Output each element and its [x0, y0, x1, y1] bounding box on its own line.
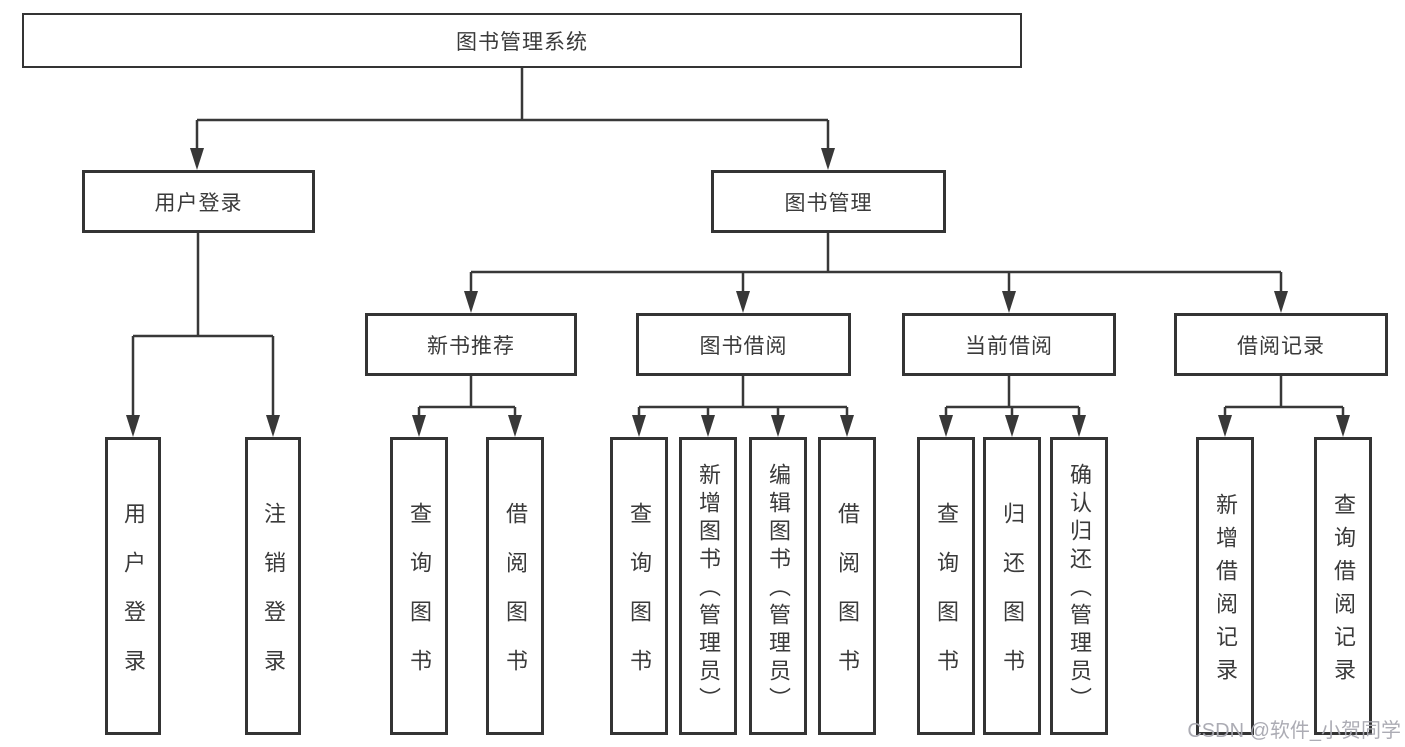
node-library-system: 图书管理系统: [22, 13, 1022, 68]
leaf-return-book: 归还图书: [983, 437, 1041, 735]
leaf-confirm-return-admin-label: 确认归还（管理员）: [1067, 463, 1092, 715]
node-borrow-records: 借阅记录: [1174, 313, 1388, 376]
leaf-add-borrow-record: 新增借阅记录: [1196, 437, 1254, 735]
connector-book-management: [469, 233, 1283, 293]
node-user-login-label: 用户登录: [154, 191, 243, 215]
leaf-add-borrow-record-label: 新增借阅记录: [1213, 492, 1238, 691]
leaf-return-book-label: 归还图书: [1000, 501, 1025, 698]
leaf-query-borrow-record: 查询借阅记录: [1314, 437, 1372, 735]
leaf-edit-book-admin-label: 编辑图书（管理员）: [766, 463, 791, 715]
leaf-user-login: 用户登录: [105, 437, 161, 735]
leaf-edit-book-admin: 编辑图书（管理员）: [749, 437, 807, 735]
leaf-query-books-3-label: 查询图书: [934, 501, 959, 698]
leaf-confirm-return-admin: 确认归还（管理员）: [1050, 437, 1108, 735]
leaf-add-book-admin: 新增图书（管理员）: [679, 437, 737, 735]
node-book-management: 图书管理: [711, 170, 946, 233]
node-book-borrow: 图书借阅: [636, 313, 851, 376]
node-current-borrow: 当前借阅: [902, 313, 1116, 376]
arrowheads: [126, 148, 1350, 437]
leaf-borrow-books-2: 借阅图书: [818, 437, 876, 735]
leaf-borrow-books-1: 借阅图书: [486, 437, 544, 735]
node-new-book-recommend: 新书推荐: [365, 313, 577, 376]
leaf-query-books-2: 查询图书: [610, 437, 668, 735]
leaf-query-books-2-label: 查询图书: [627, 501, 652, 698]
connector-new-book: [417, 376, 517, 417]
node-book-borrow-label: 图书借阅: [699, 334, 788, 358]
leaf-query-books-1-label: 查询图书: [407, 501, 432, 698]
connector-book-borrow: [637, 376, 849, 417]
node-borrow-records-label: 借阅记录: [1237, 334, 1325, 358]
connector-root: [195, 68, 830, 150]
leaf-logout-label: 注销登录: [261, 501, 286, 698]
connector-user-login: [131, 233, 275, 417]
node-user-login: 用户登录: [82, 170, 315, 233]
leaf-add-book-admin-label: 新增图书（管理员）: [696, 463, 721, 715]
leaf-borrow-books-1-label: 借阅图书: [503, 501, 528, 698]
leaf-query-books-3: 查询图书: [917, 437, 975, 735]
leaf-user-login-label: 用户登录: [121, 501, 146, 698]
connector-borrow-records: [1223, 376, 1345, 417]
node-new-book-recommend-label: 新书推荐: [427, 334, 515, 358]
leaf-query-books-1: 查询图书: [390, 437, 448, 735]
leaf-logout: 注销登录: [245, 437, 301, 735]
connector-current-borrow: [944, 376, 1081, 417]
node-current-borrow-label: 当前借阅: [965, 334, 1053, 358]
csdn-watermark: CSDN @软件_小贺同学: [1187, 720, 1401, 742]
node-library-system-label: 图书管理系统: [456, 30, 588, 54]
node-book-management-label: 图书管理: [784, 191, 873, 215]
leaf-query-borrow-record-label: 查询借阅记录: [1331, 492, 1356, 691]
leaf-borrow-books-2-label: 借阅图书: [835, 501, 860, 698]
